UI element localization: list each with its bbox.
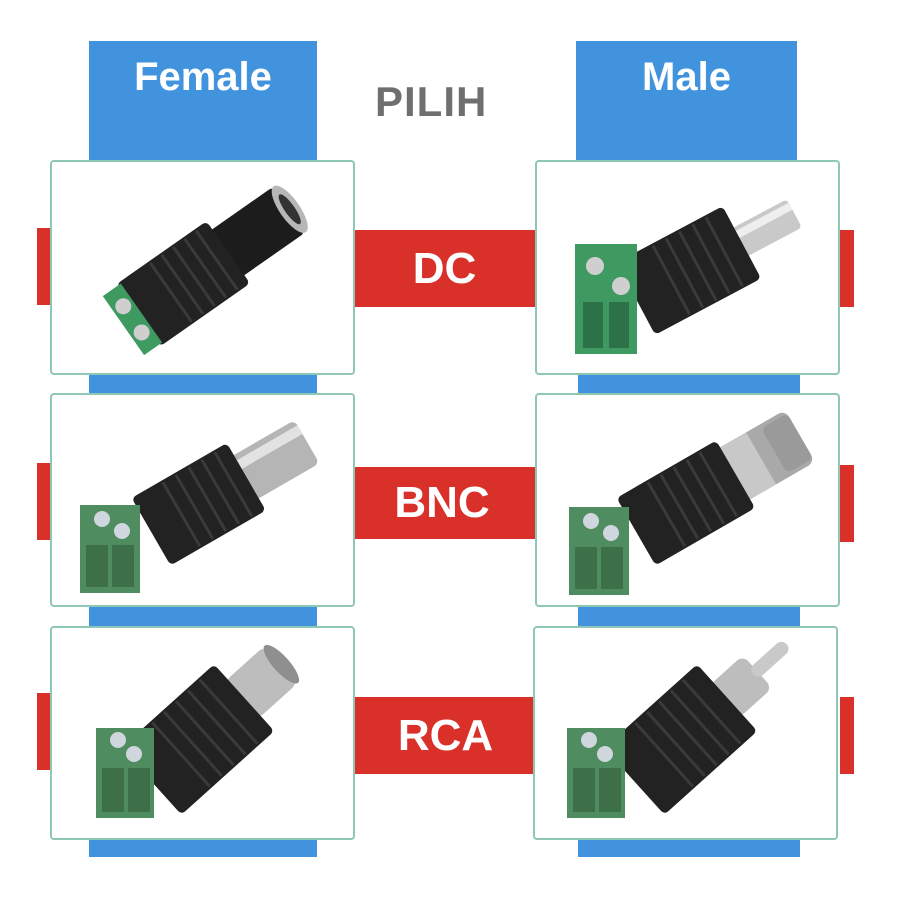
- rca-female-card[interactable]: [50, 626, 355, 840]
- row-label-rca: RCA: [397, 710, 494, 760]
- male-divider-3: [578, 840, 800, 857]
- row-band-dc: DC: [353, 230, 536, 307]
- male-column-header: Male: [576, 41, 797, 161]
- female-column-header: Female: [89, 41, 317, 161]
- row-label-bnc: BNC: [394, 478, 490, 527]
- dc-female-connector-icon: [102, 185, 308, 356]
- rca-male-connector-icon: [567, 641, 789, 818]
- bnc-female-card[interactable]: [50, 393, 355, 607]
- female-label: Female: [134, 55, 272, 99]
- male-divider-2: [578, 607, 800, 626]
- female-divider-1: [89, 375, 317, 393]
- page-title: PILIH: [375, 78, 488, 125]
- female-divider-3: [89, 840, 317, 857]
- bnc-female-connector-icon: [80, 422, 318, 593]
- male-divider-1: [578, 375, 800, 393]
- row-label-dc: DC: [412, 243, 477, 293]
- row-band-rca: RCA: [355, 697, 536, 774]
- row-band-dc-right: [840, 230, 854, 307]
- dc-male-card[interactable]: [535, 160, 840, 375]
- female-divider-2: [89, 607, 317, 626]
- row-band-bnc-right: [836, 465, 854, 542]
- row-band-rca-right: [840, 697, 854, 774]
- rca-male-card[interactable]: [533, 626, 838, 840]
- bnc-male-connector-icon: [569, 412, 813, 595]
- bnc-male-card[interactable]: [535, 393, 840, 607]
- dc-male-connector-icon: [575, 200, 801, 354]
- dc-female-card[interactable]: [50, 160, 355, 375]
- rca-female-connector-icon: [96, 644, 300, 818]
- row-band-bnc: BNC: [348, 467, 536, 539]
- male-label: Male: [642, 55, 731, 99]
